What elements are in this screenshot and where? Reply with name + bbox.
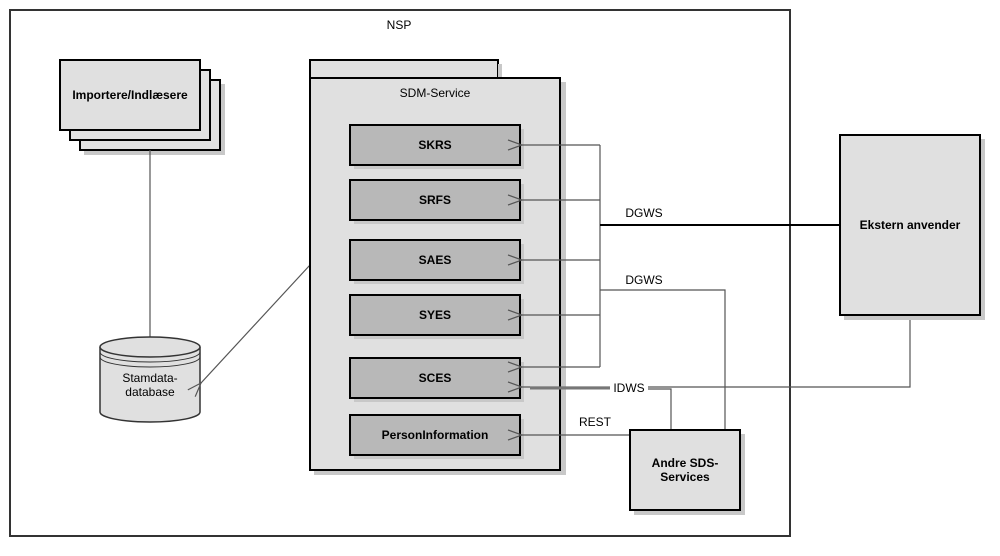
- database-label-line1: Stamdata-: [122, 371, 177, 385]
- other-services-label-line2: Services: [660, 470, 710, 484]
- dgws-external-label: DGWS: [625, 206, 662, 220]
- service-srfs-label: SRFS: [419, 193, 451, 207]
- other-services-dgws-line: [600, 289, 726, 430]
- service-syes: SYES: [349, 294, 524, 339]
- database-cylinder: Stamdata- database: [99, 336, 201, 423]
- dgws-other-label: DGWS: [625, 273, 662, 287]
- service-sces: SCES: [349, 357, 524, 402]
- other-services-box: Andre SDS- Services: [629, 429, 745, 515]
- service-saes: SAES: [349, 239, 524, 284]
- database-label-line2: database: [125, 385, 175, 399]
- other-services-label-line1: Andre SDS-: [652, 456, 719, 470]
- nsp-label: NSP: [387, 18, 412, 32]
- importer-stack: Importere/Indlæsere: [59, 59, 225, 155]
- sdm-to-database-arrow: [201, 264, 311, 383]
- rest-label: REST: [579, 415, 612, 429]
- service-personinformation: PersonInformation: [349, 414, 524, 459]
- service-sces-label: SCES: [419, 371, 452, 385]
- service-syes-label: SYES: [419, 308, 451, 322]
- service-saes-label: SAES: [419, 253, 452, 267]
- importer-label: Importere/Indlæsere: [72, 88, 188, 102]
- service-personinformation-label: PersonInformation: [382, 428, 489, 442]
- sdm-service-label: SDM-Service: [400, 86, 471, 100]
- service-skrs-label: SKRS: [418, 138, 451, 152]
- idws-label: IDWS: [613, 381, 644, 395]
- external-user-box: Ekstern anvender: [839, 134, 985, 320]
- dgws-bus: [522, 145, 601, 367]
- idws-line: [522, 315, 911, 387]
- service-srfs: SRFS: [349, 179, 524, 224]
- service-skrs: SKRS: [349, 124, 524, 169]
- external-user-label: Ekstern anvender: [860, 218, 961, 232]
